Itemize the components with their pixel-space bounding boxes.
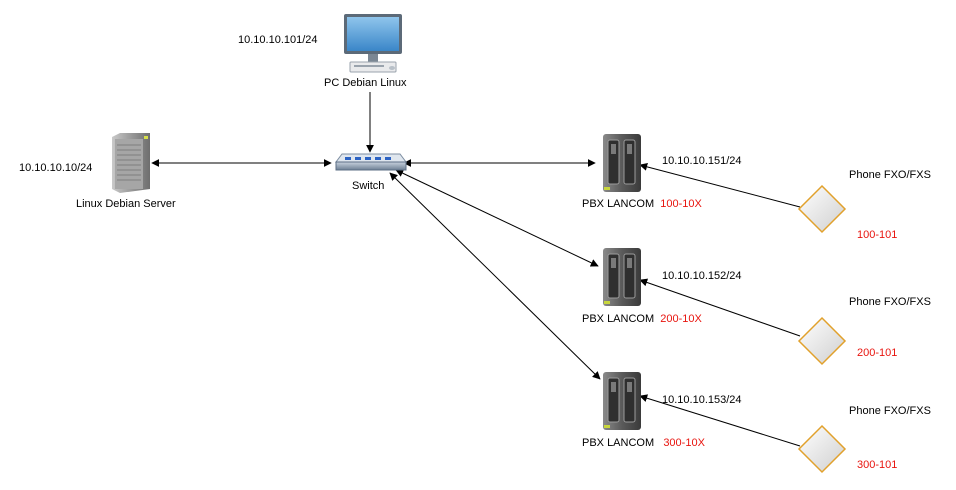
pbx-nodes (603, 134, 641, 430)
tower-server-icon[interactable] (112, 133, 150, 193)
edge-phone3-pbx3 (639, 394, 801, 447)
edge-switch-pbx2 (395, 169, 599, 267)
phone-name-label: Phone FXO/FXS (849, 405, 931, 417)
network-switch-icon[interactable] (335, 153, 407, 171)
pbx-name: PBX LANCOM (582, 198, 655, 210)
pbx-range: 100-10X (660, 198, 702, 210)
phone-range-label: 300-101 (857, 459, 898, 471)
edge-phone1-pbx1 (639, 162, 801, 208)
diamond-icon[interactable] (797, 184, 847, 234)
phone-range-label: 200-101 (857, 347, 898, 359)
pbx-name-label: PBX LANCOM 200-10X (582, 313, 702, 326)
desktop-monitor-icon[interactable] (344, 14, 402, 73)
nas-server-icon[interactable] (603, 248, 641, 306)
diamond-icon[interactable] (797, 316, 847, 366)
phone-name-label: Phone FXO/FXS (849, 169, 931, 181)
pc-name-label: PC Debian Linux (324, 77, 407, 89)
switch-name-label: Switch (352, 180, 385, 192)
diamond-icon[interactable] (797, 424, 847, 474)
server-ip-label: 10.10.10.10/24 (19, 162, 93, 174)
pbx-name: PBX LANCOM (582, 437, 655, 449)
nas-server-icon[interactable] (603, 372, 641, 430)
phone-name-label: Phone FXO/FXS (849, 296, 931, 308)
phone-range-label: 100-101 (857, 229, 898, 241)
nas-server-icon[interactable] (603, 134, 641, 192)
pbx-ip-label: 10.10.10.151/24 (662, 155, 742, 167)
pbx-ip-label: 10.10.10.152/24 (662, 270, 742, 282)
phone-nodes (797, 184, 847, 474)
pbx-name-label: PBX LANCOM 300-10X (582, 437, 705, 450)
pbx-ip-label: 10.10.10.153/24 (662, 394, 742, 406)
pc-ip-label: 10.10.10.101/24 (238, 34, 318, 46)
server-name-label: Linux Debian Server (76, 198, 176, 210)
edge-phone2-pbx2 (639, 278, 801, 337)
edge-switch-pbx3 (389, 172, 601, 380)
pbx-range: 300-10X (663, 437, 705, 449)
pbx-range: 200-10X (660, 313, 702, 325)
pbx-name-label: PBX LANCOM 100-10X (582, 198, 702, 211)
pbx-name: PBX LANCOM (582, 313, 655, 325)
edges (151, 92, 801, 447)
